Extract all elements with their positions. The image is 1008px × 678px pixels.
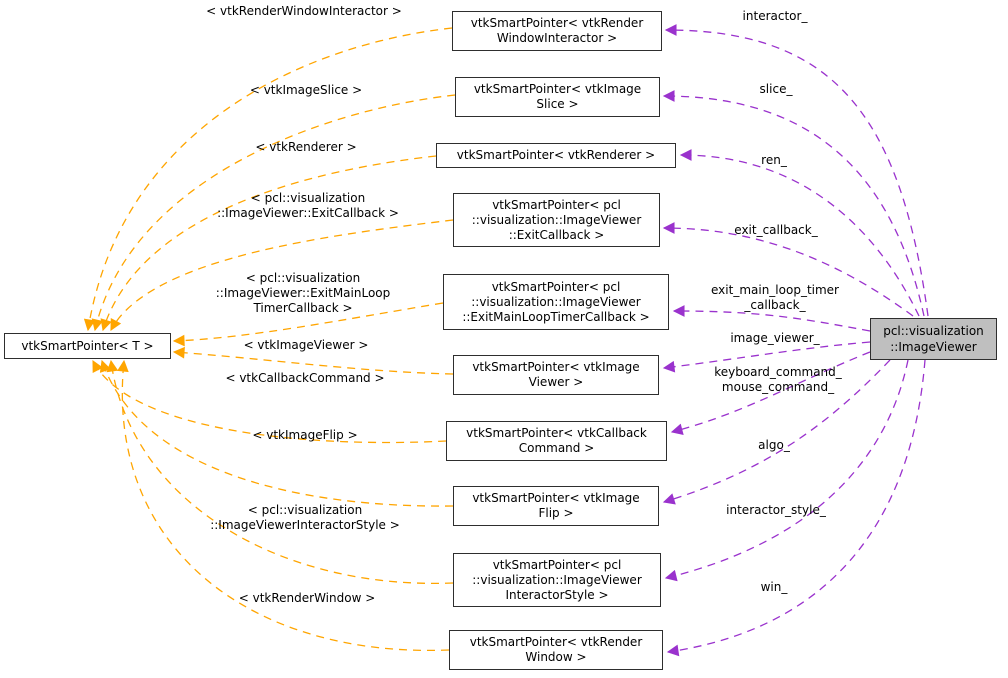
template-edge-1 xyxy=(91,94,456,332)
member-label-image-viewer: image_viewer_ xyxy=(730,331,820,345)
node-vtksmartpointer-t[interactable]: vtkSmartPointer< T > xyxy=(4,333,171,359)
node-imageviewer-main[interactable]: pcl::visualization ::ImageViewer xyxy=(870,318,997,360)
template-edge-8 xyxy=(106,359,454,585)
template-arg-label-renderwindow: < vtkRenderWindow > xyxy=(238,591,376,605)
node-smartptr-renderwindow[interactable]: vtkSmartPointer< vtkRender Window > xyxy=(449,630,663,670)
member-edge-6 xyxy=(670,351,871,435)
member-edge-7 xyxy=(662,359,891,505)
node-smartptr-interactorstyle[interactable]: vtkSmartPointer< pcl ::visualization::Im… xyxy=(453,553,661,607)
member-edge-9 xyxy=(666,359,926,657)
template-edge-7 xyxy=(99,359,454,507)
template-arg-label-exitcallback: < pcl::visualization ::ImageViewer::Exit… xyxy=(217,191,399,220)
member-label-exit-callback: exit_callback_ xyxy=(734,223,818,237)
template-arg-label-exitmainlooptimercallback: < pcl::visualization ::ImageViewer::Exit… xyxy=(215,271,391,315)
member-edge-2 xyxy=(679,149,920,317)
member-label-keyboard-mouse-command: keyboard_command_ mouse_command_ xyxy=(714,365,842,394)
member-edge-5 xyxy=(662,341,871,373)
member-edge-1 xyxy=(662,90,925,317)
template-edge-4 xyxy=(172,302,444,347)
member-edge-8 xyxy=(664,359,909,582)
template-arg-label-renderwindowinteractor: < vtkRenderWindowInteractor > xyxy=(206,4,402,18)
template-arg-label-imageslice: < vtkImageSlice > xyxy=(249,83,363,97)
template-arg-label-imageviewer: < vtkImageViewer > xyxy=(243,338,369,352)
template-edge-6 xyxy=(92,359,447,444)
template-arg-label-imageflip: < vtkImageFlip > xyxy=(252,428,358,442)
template-arg-label-callbackcommand: < vtkCallbackCommand > xyxy=(225,371,385,385)
member-label-algo: algo_ xyxy=(758,438,790,452)
node-smartptr-exitmainlooptimercallback[interactable]: vtkSmartPointer< pcl ::visualization::Im… xyxy=(443,274,669,330)
node-smartptr-renderer[interactable]: vtkSmartPointer< vtkRenderer > xyxy=(436,143,676,168)
node-smartptr-renderwindowinteractor[interactable]: vtkSmartPointer< vtkRender WindowInterac… xyxy=(452,11,662,51)
member-label-win: win_ xyxy=(760,580,788,594)
node-smartptr-exitcallback[interactable]: vtkSmartPointer< pcl ::visualization::Im… xyxy=(453,193,660,247)
template-arg-label-renderer: < vtkRenderer > xyxy=(255,140,357,154)
node-smartptr-imageflip[interactable]: vtkSmartPointer< vtkImage Flip > xyxy=(453,486,659,526)
member-label-interactor-style: interactor_style_ xyxy=(726,503,826,517)
member-edge-3 xyxy=(662,222,914,317)
node-smartptr-callbackcommand[interactable]: vtkSmartPointer< vtkCallback Command > xyxy=(446,421,667,461)
template-edge-5 xyxy=(172,346,454,375)
member-edge-4 xyxy=(672,305,871,332)
member-edge-0 xyxy=(664,24,929,317)
member-label-slice: slice_ xyxy=(759,82,793,96)
template-arg-label-interactorstyle: < pcl::visualization ::ImageViewerIntera… xyxy=(210,503,400,532)
node-smartptr-imageviewer[interactable]: vtkSmartPointer< vtkImage Viewer > xyxy=(453,355,659,395)
template-edge-0 xyxy=(83,27,453,332)
member-label-interactor: interactor_ xyxy=(742,9,808,23)
node-smartptr-imageslice[interactable]: vtkSmartPointer< vtkImage Slice > xyxy=(455,77,660,117)
member-label-ren: ren_ xyxy=(761,153,787,167)
member-label-exit-main-loop-timer-callback: exit_main_loop_timer _callback_ xyxy=(711,283,839,312)
